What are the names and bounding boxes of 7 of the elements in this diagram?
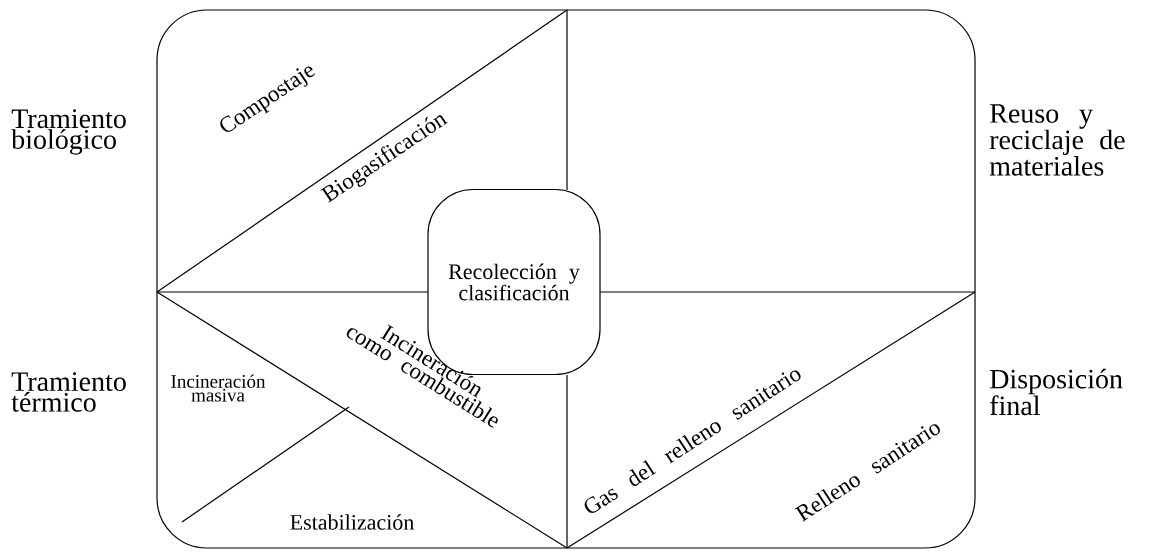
- region-label: Tramiento biológico: [11, 109, 126, 155]
- region-label: Reuso y reciclaje de materiales: [989, 104, 1125, 176]
- region-label: Disposición final: [990, 368, 1123, 416]
- region-label: Incineración masiva: [171, 374, 266, 402]
- region-label: Tramiento térmico: [11, 372, 126, 412]
- outer-frame: [156, 9, 976, 549]
- region-label: Estabilización: [290, 514, 414, 530]
